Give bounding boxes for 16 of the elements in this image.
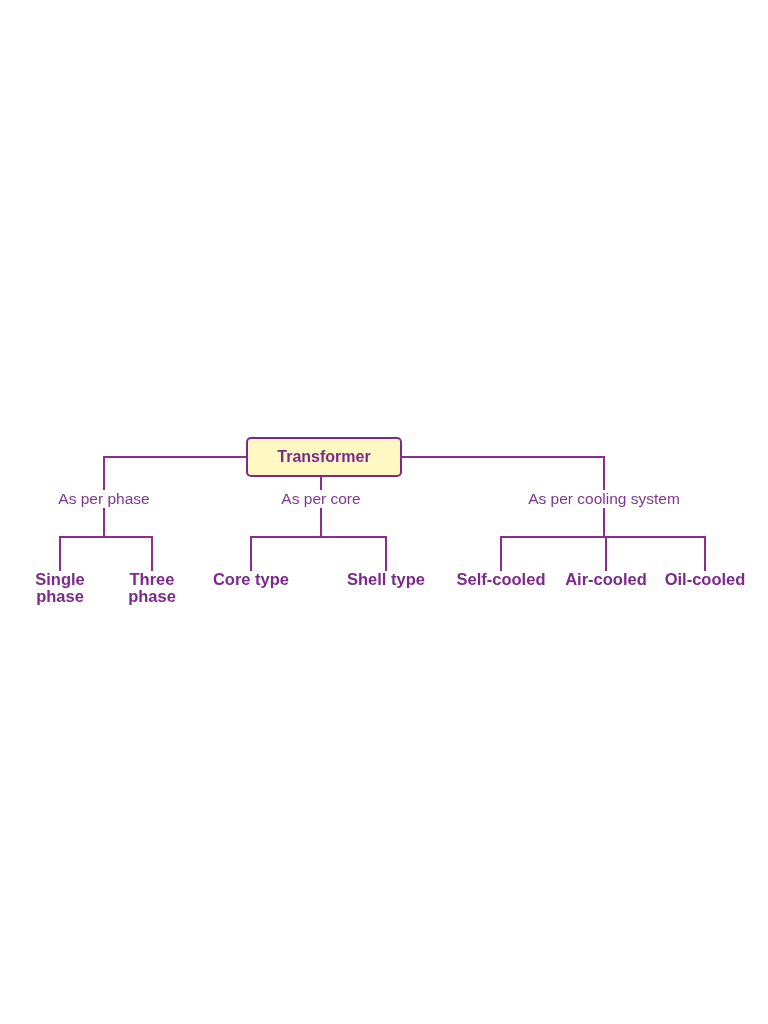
type-label: Single phase bbox=[29, 571, 91, 605]
connector-line bbox=[320, 476, 322, 491]
type-label: Self-cooled bbox=[456, 571, 546, 588]
type-label: Shell type bbox=[347, 571, 425, 588]
type-label: Three phase bbox=[121, 571, 183, 605]
root-box bbox=[246, 437, 402, 477]
type-label: Core type bbox=[212, 571, 290, 588]
category-label: As per core bbox=[281, 490, 361, 508]
box-label: Transformer bbox=[277, 448, 371, 466]
type-label: Air-cooled bbox=[565, 571, 647, 588]
category-label: As per phase bbox=[58, 490, 150, 508]
category-label: As per cooling system bbox=[528, 490, 680, 508]
type-label: Oil-cooled bbox=[664, 571, 746, 588]
connector-line bbox=[103, 456, 247, 491]
connector-line bbox=[401, 456, 605, 491]
connector-line bbox=[103, 507, 153, 572]
